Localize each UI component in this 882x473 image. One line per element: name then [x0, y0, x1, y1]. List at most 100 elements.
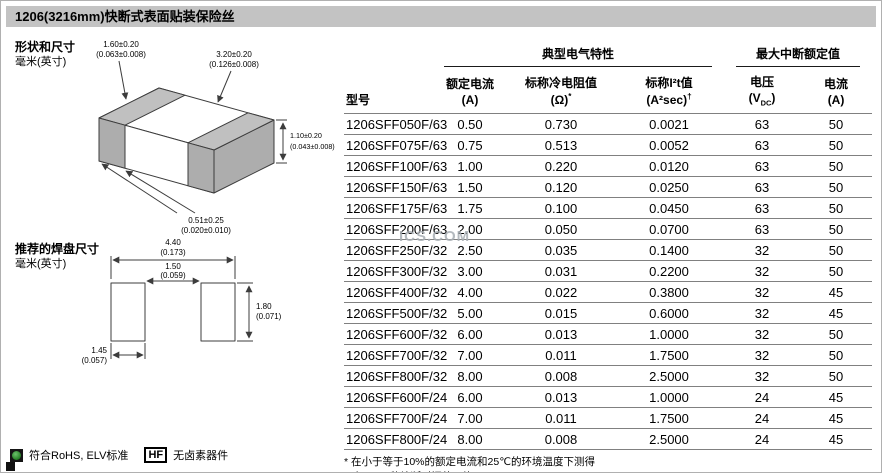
interrupt-current-cell: 45 [800, 280, 873, 303]
rated-current-cell: 1.75 [432, 196, 508, 219]
dim-height-mm: 1.10±0.20 [290, 131, 322, 140]
rated-current-cell: 3.00 [432, 259, 508, 282]
fuse-table-body: 1206SFF050F/63 0.50 0.730 0.0021 63 50 1… [344, 112, 873, 450]
voltage-cell: 63 [724, 154, 801, 177]
shape-unit-note: 毫米(英寸) [15, 56, 67, 68]
cold-resistance-cell: 0.730 [508, 112, 614, 135]
rated-current-cell: 0.75 [432, 133, 508, 156]
pad-section-title: 推荐的焊盘尺寸 [15, 242, 100, 256]
pad-right [200, 282, 236, 342]
model-cell: 1206SFF175F/63 [344, 196, 447, 219]
i2t-cell: 1.0000 [614, 385, 725, 408]
i2t-cell: 0.0450 [614, 196, 725, 219]
rohs-leaf-icon [10, 448, 23, 462]
cold-resistance-cell: 0.022 [508, 280, 614, 303]
voltage-cell: 32 [724, 238, 801, 261]
spec-table-section: 典型电气特性 最大中断额定值 型号 额定电流 (A) 标称冷电阻值 [344, 41, 873, 472]
rated-current-cell: 2.50 [432, 238, 508, 261]
dim-band-in: (0.020±0.010) [181, 226, 231, 235]
i2t-cell: 1.0000 [614, 322, 725, 345]
voltage-cell: 63 [724, 217, 801, 240]
dim-length-in: (0.126±0.008) [209, 60, 259, 69]
i2t-cell: 0.2200 [614, 259, 725, 282]
table-row: 1206SFF300F/32 3.00 0.031 0.2200 32 50 [344, 259, 873, 282]
rated-current-cell: 4.00 [432, 280, 508, 303]
i2t-cell: 0.0250 [614, 175, 725, 198]
voltage-cell: 63 [724, 133, 801, 156]
model-cell: 1206SFF200F/63 [344, 217, 447, 240]
table-row: 1206SFF700F/24 7.00 0.011 1.7500 24 45 [344, 406, 873, 429]
table-row: 1206SFF700F/32 7.00 0.011 1.7500 32 50 [344, 343, 873, 366]
group-header-interrupt: 最大中断额定值 [724, 41, 872, 67]
model-cell: 1206SFF600F/24 [344, 385, 447, 408]
table-row: 1206SFF250F/32 2.50 0.035 0.1400 32 50 [344, 238, 873, 261]
col-header-i2t: 标称I²t值 (A²sec)† [645, 76, 693, 108]
chip-left-cap-front [98, 117, 126, 169]
dim-height-in: (0.043±0.008) [290, 142, 335, 151]
i2t-cell: 0.0021 [614, 112, 725, 135]
fuse-table: 典型电气特性 最大中断额定值 型号 额定电流 (A) 标称冷电阻值 [344, 41, 873, 450]
chip-dimension-drawing: 1.60±0.20 (0.063±0.008) 3.20±0.20 (0.126… [96, 40, 335, 235]
i2t-cell: 2.5000 [614, 427, 725, 450]
voltage-cell: 32 [724, 343, 801, 366]
dim-length-mm: 3.20±0.20 [216, 50, 252, 59]
rated-current-cell: 2.00 [432, 217, 508, 240]
dim-padheight-mm: 1.80 [256, 302, 272, 311]
table-row: 1206SFF150F/63 1.50 0.120 0.0250 63 50 [344, 175, 873, 198]
interrupt-current-cell: 50 [800, 175, 873, 198]
table-row: 1206SFF600F/24 6.00 0.013 1.0000 24 45 [344, 385, 873, 408]
group-header-spacer [344, 41, 432, 67]
rated-current-cell: 8.00 [432, 364, 508, 387]
model-cell: 1206SFF800F/24 [344, 427, 447, 450]
model-cell: 1206SFF050F/63 [344, 112, 447, 135]
voltage-cell: 32 [724, 364, 801, 387]
page-corner-marker [6, 462, 15, 471]
hf-text: 无卤素器件 [173, 450, 229, 462]
dim-width-in: (0.063±0.008) [96, 50, 146, 59]
pad-left [110, 282, 146, 342]
dim-gap-in: (0.059) [160, 271, 186, 280]
cold-resistance-cell: 0.050 [508, 217, 614, 240]
rated-current-cell: 5.00 [432, 301, 508, 324]
interrupt-current-cell: 50 [800, 364, 873, 387]
voltage-cell: 32 [724, 301, 801, 324]
footnotes: * 在小于等于10%的额定电流和25℃的环境温度下测得 † 在0.001秒熔断时… [344, 455, 872, 472]
table-group-header-row: 典型电气特性 最大中断额定值 [344, 41, 872, 67]
table-row: 1206SFF100F/63 1.00 0.220 0.0120 63 50 [344, 154, 873, 177]
model-cell: 1206SFF400F/32 [344, 280, 447, 303]
i2t-cell: 0.0700 [614, 217, 725, 240]
group-header-electrical: 典型电气特性 [432, 41, 724, 67]
col-header-model: 型号 [346, 93, 371, 108]
interrupt-current-cell: 50 [800, 196, 873, 219]
voltage-cell: 24 [724, 427, 801, 450]
dim-overall-mm: 4.40 [165, 238, 181, 247]
interrupt-current-cell: 50 [800, 259, 873, 282]
table-row: 1206SFF800F/32 8.00 0.008 2.5000 32 50 [344, 364, 873, 387]
col-header-resistance: 标称冷电阻值 (Ω)* [524, 76, 597, 108]
voltage-cell: 32 [724, 322, 801, 345]
dim-gap-mm: 1.50 [165, 262, 181, 271]
rated-current-cell: 6.00 [432, 322, 508, 345]
cold-resistance-cell: 0.220 [508, 154, 614, 177]
cold-resistance-cell: 0.015 [508, 301, 614, 324]
table-row: 1206SFF600F/32 6.00 0.013 1.0000 32 50 [344, 322, 873, 345]
voltage-cell: 32 [724, 259, 801, 282]
cold-resistance-cell: 0.513 [508, 133, 614, 156]
col-header-amps: 电流 (A) [824, 77, 849, 108]
table-row: 1206SFF050F/63 0.50 0.730 0.0021 63 50 [344, 112, 873, 135]
voltage-cell: 63 [724, 175, 801, 198]
dim-padwidth-mm: 1.45 [91, 346, 107, 355]
voltage-cell: 63 [724, 112, 801, 135]
table-row: 1206SFF400F/32 4.00 0.022 0.3800 32 45 [344, 280, 873, 303]
model-cell: 1206SFF600F/32 [344, 322, 447, 345]
interrupt-current-cell: 45 [800, 427, 873, 450]
dim-overall-in: (0.173) [160, 248, 186, 257]
table-row: 1206SFF200F/63 2.00 0.050 0.0700 63 50 [344, 217, 873, 240]
voltage-cell: 24 [724, 406, 801, 429]
cold-resistance-cell: 0.100 [508, 196, 614, 219]
model-cell: 1206SFF500F/32 [344, 301, 447, 324]
shape-section-title: 形状和尺寸 [15, 40, 76, 54]
rated-current-cell: 7.00 [432, 406, 508, 429]
interrupt-current-cell: 50 [800, 133, 873, 156]
